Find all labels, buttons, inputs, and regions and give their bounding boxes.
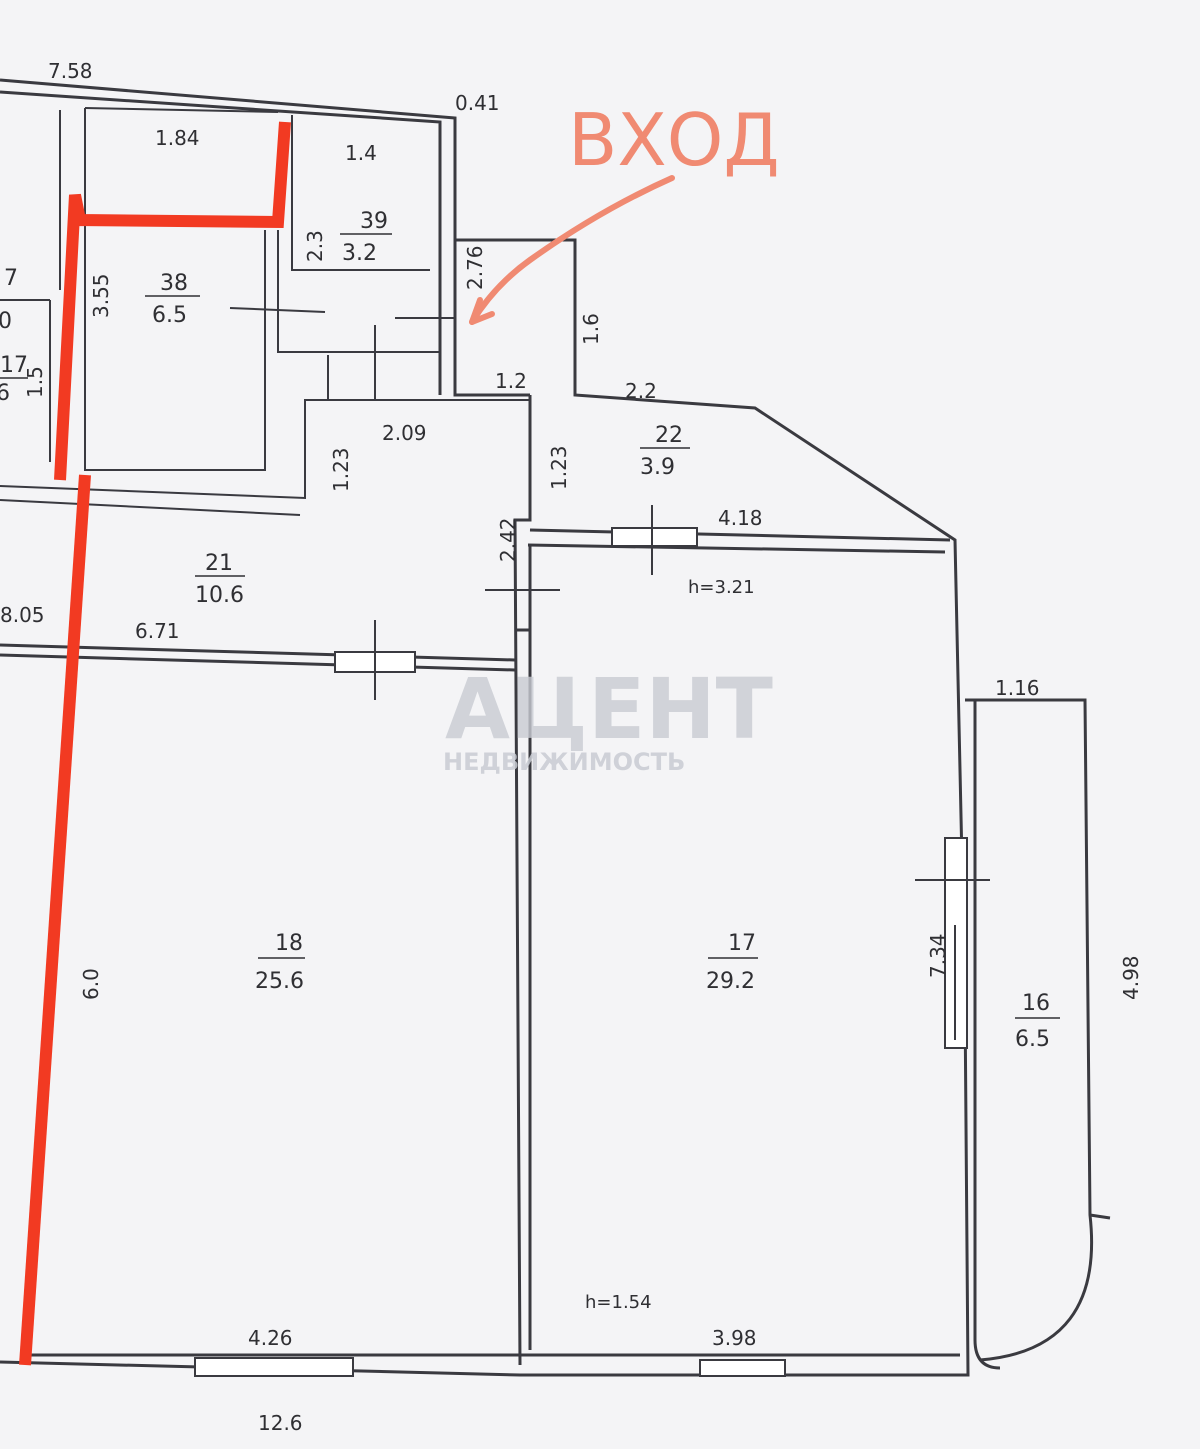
entrance-arrow [469, 175, 675, 325]
svg-text:6.5: 6.5 [152, 303, 187, 328]
dim-22: 2.2 [625, 379, 657, 403]
svg-text:21: 21 [205, 551, 233, 576]
room-16: 16 6.5 [1015, 991, 1060, 1052]
dim-60: 6.0 [79, 968, 103, 1000]
dim-15: 1.5 [23, 366, 47, 398]
room-38: 38 6.5 [145, 271, 200, 328]
svg-text:6: 6 [0, 381, 10, 406]
entrance-annotation: ВХОД [469, 98, 780, 325]
entrance-label: ВХОД [568, 98, 780, 182]
dim-16: 1.6 [579, 313, 603, 345]
svg-text:10.6: 10.6 [195, 583, 244, 608]
svg-text:16: 16 [1022, 991, 1050, 1016]
dim-671: 6.71 [135, 619, 180, 643]
dim-426: 4.26 [248, 1326, 293, 1350]
room-21: 21 10.6 [195, 551, 245, 608]
dim-23: 2.3 [303, 230, 327, 262]
red-partition-line-lower [19, 474, 91, 1366]
partial-label-0: 0 [0, 309, 12, 334]
dim-123b: 1.23 [547, 445, 571, 490]
dim-805: 8.05 [0, 603, 45, 627]
dim-126: 12.6 [258, 1411, 303, 1435]
dim-14: 1.4 [345, 141, 377, 165]
watermark-subtitle: НЕДВИЖИМОСТЬ [443, 748, 685, 776]
dim-734: 7.34 [926, 933, 950, 978]
windows [194, 307, 990, 1377]
dim-242: 2.42 [496, 517, 520, 562]
dim-12: 1.2 [495, 369, 527, 393]
svg-text:22: 22 [655, 423, 683, 448]
room-22: 22 3.9 [640, 423, 690, 480]
dim-498: 4.98 [1119, 955, 1143, 1000]
dim-top-total: 7.58 [48, 59, 93, 83]
room-17: 17 29.2 [706, 931, 758, 994]
red-partition-line [54, 121, 291, 481]
svg-text:29.2: 29.2 [706, 969, 755, 994]
height-room17-bottom: h=1.54 [585, 1292, 652, 1313]
svg-text:3.9: 3.9 [640, 455, 675, 480]
room-18: 18 25.6 [255, 931, 305, 994]
watermark: АЦЕНТ НЕДВИЖИМОСТЬ [443, 660, 773, 776]
svg-text:38: 38 [160, 271, 188, 296]
dim-top-small: 0.41 [455, 91, 500, 115]
svg-text:3.2: 3.2 [342, 241, 377, 266]
dim-123a: 1.23 [329, 447, 353, 492]
partial-label-7: 7 [4, 266, 18, 291]
dim-209: 2.09 [382, 421, 427, 445]
svg-text:17: 17 [0, 353, 28, 378]
svg-text:25.6: 25.6 [255, 969, 304, 994]
svg-text:18: 18 [275, 931, 303, 956]
dimensions: 7.58 0.41 1.84 1.4 2.3 3.55 2.76 1.6 1.2… [0, 59, 1143, 1435]
dim-184: 1.84 [155, 126, 200, 150]
svg-text:6.5: 6.5 [1015, 1027, 1050, 1052]
room-labels: 38 6.5 39 3.2 21 10.6 22 3.9 18 25.6 17 … [0, 209, 1060, 1313]
dim-398: 3.98 [712, 1326, 757, 1350]
svg-text:17: 17 [728, 931, 756, 956]
dim-276: 2.76 [463, 245, 487, 290]
height-room17-top: h=3.21 [688, 577, 755, 598]
dim-355: 3.55 [89, 273, 113, 318]
watermark-brand: АЦЕНТ [445, 660, 773, 758]
room-39: 39 3.2 [340, 209, 392, 266]
room-partial-17: 17 6 [0, 353, 28, 406]
walls [0, 78, 1111, 1377]
dim-116: 1.16 [995, 676, 1040, 700]
entrance-arrow-head [469, 297, 495, 325]
svg-text:39: 39 [360, 209, 388, 234]
dim-418: 4.18 [718, 506, 763, 530]
